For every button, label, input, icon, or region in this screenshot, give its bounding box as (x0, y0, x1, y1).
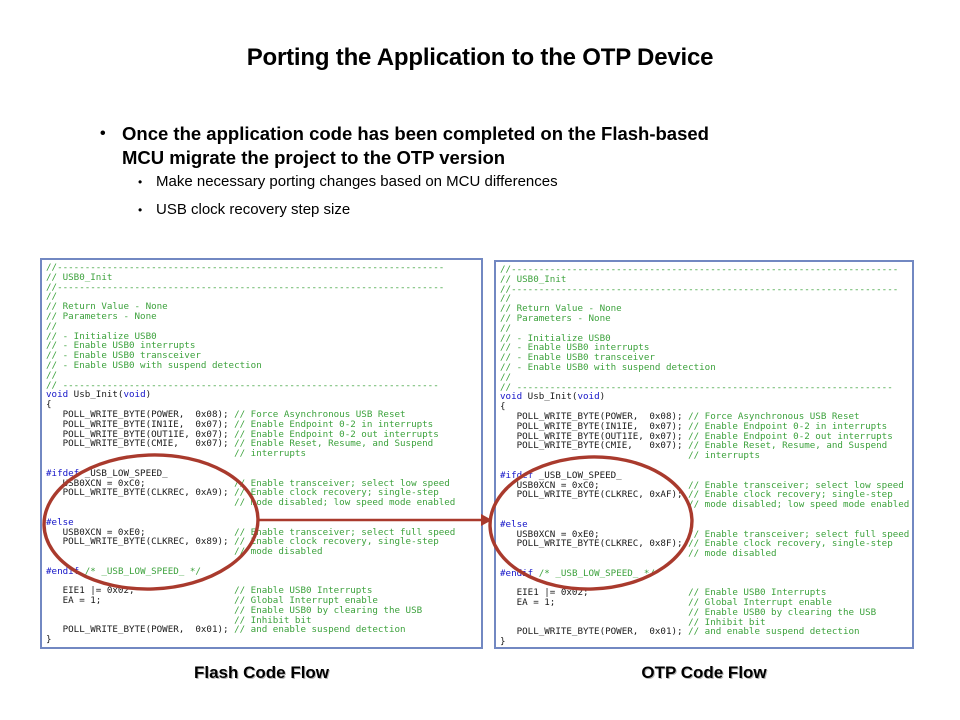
code-line: POLL_WRITE_BYTE(POWER, 0x08); // Force A… (500, 410, 860, 422)
sub-bullet-clock-recovery: • USB clock recovery step size (138, 201, 860, 220)
code-line: // mode disabled; low speed mode enabled (688, 499, 910, 511)
code-line: // Inhibit bit (234, 614, 312, 626)
code-line: // - Enable USB0 transceiver (500, 352, 655, 364)
code-line: // USB0_Init (500, 273, 567, 285)
code-line: void Usb_Init(void) (46, 389, 152, 401)
code-line: // -------------------------------------… (500, 381, 893, 393)
code-line: EIE1 |= 0x02; // Enable USB0 Interrupts (46, 585, 373, 597)
code-line: POLL_WRITE_BYTE(POWER, 0x01); // and ena… (500, 626, 860, 638)
code-line: EIE1 |= 0x02; // Enable USB0 Interrupts (500, 587, 827, 599)
code-line: //--------------------------------------… (500, 283, 899, 295)
bullet-list: • Once the application code has been com… (100, 122, 860, 229)
main-bullet-line-2: MCU migrate the project to the OTP versi… (122, 146, 506, 168)
code-line: // Parameters - None (46, 310, 157, 322)
sub-bullet-text: Make necessary porting changes based on … (156, 173, 558, 191)
code-line: // Enable USB0 by clearing the USB (234, 604, 423, 616)
code-line: // Return Value - None (46, 301, 168, 313)
bullet-icon: • (100, 125, 106, 142)
bullet-icon: • (138, 175, 143, 190)
code-line: POLL_WRITE_BYTE(OUT1IE, 0x07); // Enable… (500, 430, 893, 442)
code-line: //--------------------------------------… (46, 281, 445, 293)
bullet-icon: • (138, 203, 143, 218)
code-line: // (46, 320, 58, 332)
code-line: POLL_WRITE_BYTE(POWER, 0x08); // Force A… (46, 408, 406, 420)
code-line: // mode disabled (688, 548, 777, 560)
code-line: POLL_WRITE_BYTE(CMIE, 0x07); // Enable R… (500, 440, 888, 452)
flash-code-panel: //--------------------------------------… (40, 258, 483, 649)
sub-bullet-text: USB clock recovery step size (156, 201, 351, 219)
code-line: // (500, 322, 512, 334)
code-line (46, 508, 477, 518)
code-line: //--------------------------------------… (500, 264, 899, 275)
code-line: // USB0_Init (46, 271, 113, 283)
code-line: // - Enable USB0 transceiver (46, 350, 201, 362)
main-bullet-text: Once the application code has been compl… (122, 122, 709, 169)
code-line: { (46, 399, 52, 411)
code-line: // - Initialize USB0 (500, 332, 611, 344)
code-line: POLL_WRITE_BYTE(IN1IE, 0x07); // Enable … (46, 418, 434, 430)
code-line: // - Enable USB0 interrupts (500, 342, 650, 354)
main-bullet: • Once the application code has been com… (100, 122, 860, 169)
code-line: // Return Value - None (500, 303, 622, 315)
code-line: // (500, 293, 512, 305)
otp-caption: OTP Code Flow (641, 663, 767, 682)
flash-caption: Flash Code Flow (193, 663, 330, 682)
code-line: POLL_WRITE_BYTE(OUT1IE, 0x07); // Enable… (46, 428, 439, 440)
code-line: // mode disabled (234, 546, 323, 558)
flash-code-listing: //--------------------------------------… (42, 260, 481, 647)
code-line: // (500, 371, 512, 383)
code-line: // Enable USB0 by clearing the USB (688, 606, 877, 618)
code-line: #endif /* _USB_LOW_SPEED_ */ (46, 565, 201, 577)
code-line: } (500, 636, 506, 648)
code-line: // Inhibit bit (688, 616, 766, 628)
code-line: // - Enable USB0 interrupts (46, 340, 196, 352)
code-line: #endif /* _USB_LOW_SPEED_ */ (500, 567, 655, 579)
otp-code-listing: //--------------------------------------… (496, 262, 912, 648)
code-line: EA = 1; // Global Interrupt enable (46, 595, 378, 607)
otp-code-panel: //--------------------------------------… (494, 260, 914, 649)
code-line: //--------------------------------------… (46, 262, 445, 273)
page-title: Porting the Application to the OTP Devic… (246, 44, 714, 71)
sub-bullet-porting-changes: • Make necessary porting changes based o… (138, 173, 860, 192)
code-line: // - Initialize USB0 (46, 330, 157, 342)
code-line: // Parameters - None (500, 312, 611, 324)
code-line: POLL_WRITE_BYTE(IN1IE, 0x07); // Enable … (500, 420, 888, 432)
code-line: { (500, 401, 506, 413)
code-line: // (46, 369, 58, 381)
code-line: // interrupts (688, 450, 760, 462)
code-line: POLL_WRITE_BYTE(CMIE, 0x07); // Enable R… (46, 438, 434, 450)
code-line: // - Enable USB0 with suspend detection (46, 359, 262, 371)
code-line: } (46, 634, 52, 646)
code-line: // - Enable USB0 with suspend detection (500, 361, 716, 373)
code-line: // -------------------------------------… (46, 379, 439, 391)
code-line: // (46, 291, 58, 303)
code-line: void Usb_Init(void) (500, 391, 606, 403)
main-bullet-line-1: Once the application code has been compl… (122, 123, 709, 144)
code-line: // interrupts (234, 448, 306, 460)
code-line: // mode disabled; low speed mode enabled (234, 497, 456, 509)
sub-bullet-list: • Make necessary porting changes based o… (138, 173, 860, 220)
code-line: POLL_WRITE_BYTE(POWER, 0x01); // and ena… (46, 624, 406, 636)
code-line (500, 510, 908, 520)
code-line: EA = 1; // Global Interrupt enable (500, 597, 832, 609)
